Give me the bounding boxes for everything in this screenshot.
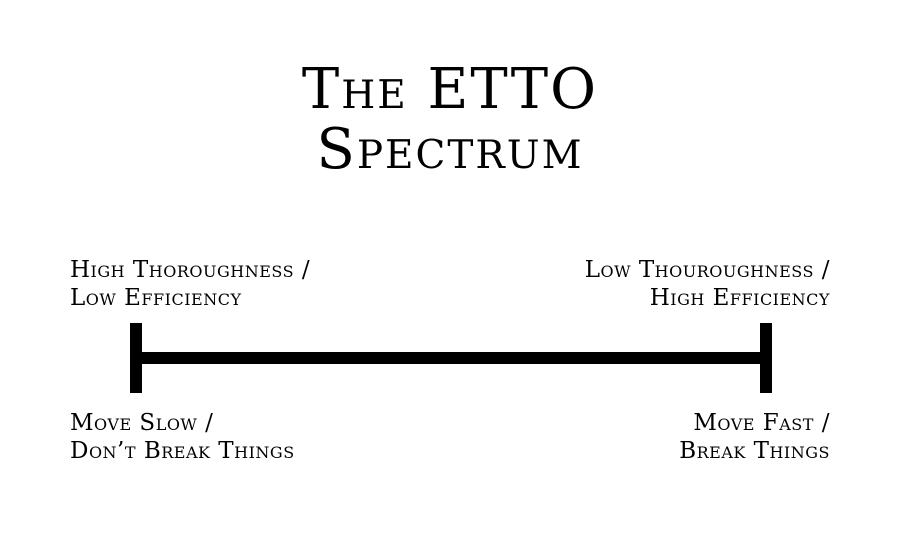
right-top-label-line-2: High Efficiency (649, 285, 830, 311)
right-top-label-line-1: Low Thouroughness / (584, 257, 830, 283)
right-top-label: Low Thouroughness / High Efficiency (585, 256, 830, 312)
spectrum-left-endcap (130, 323, 142, 393)
left-top-label-line-2: Low Efficiency (70, 285, 242, 311)
right-bottom-label-line-2: Break Things (679, 438, 830, 464)
left-top-label: High Thoroughness / Low Efficiency (70, 256, 310, 312)
right-bottom-label: Move Fast / Break Things (679, 409, 830, 465)
diagram-title: The ETTO Spectrum (0, 60, 900, 180)
spectrum-line (130, 352, 772, 364)
title-line-1: The ETTO (301, 57, 599, 122)
right-bottom-label-line-1: Move Fast / (693, 410, 830, 436)
title-line-2: Spectrum (316, 117, 584, 182)
left-bottom-label-line-2: Don’t Break Things (70, 438, 295, 464)
left-top-label-line-1: High Thoroughness / (70, 257, 311, 283)
spectrum-right-endcap (760, 323, 772, 393)
left-bottom-label: Move Slow / Don’t Break Things (70, 409, 295, 465)
left-bottom-label-line-1: Move Slow / (70, 410, 214, 436)
